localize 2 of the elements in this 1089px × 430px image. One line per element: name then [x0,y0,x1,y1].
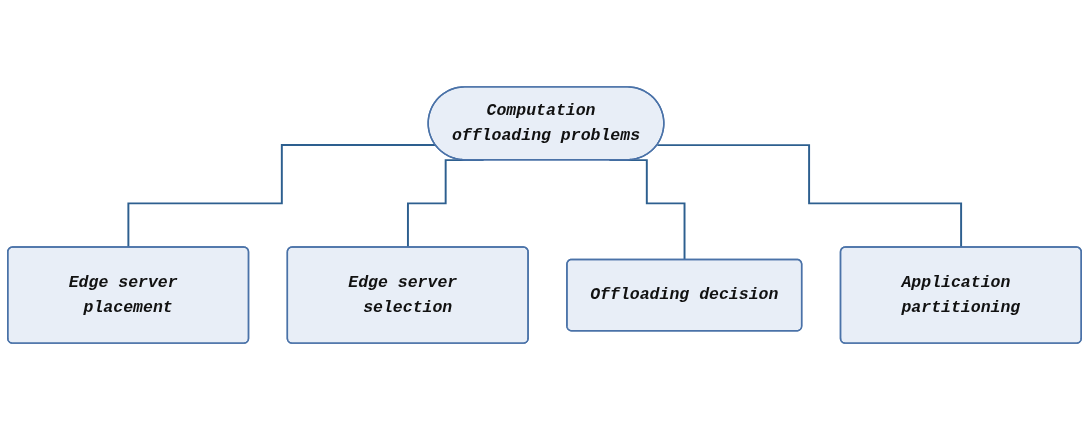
connector [656,144,963,249]
connector [127,144,437,249]
